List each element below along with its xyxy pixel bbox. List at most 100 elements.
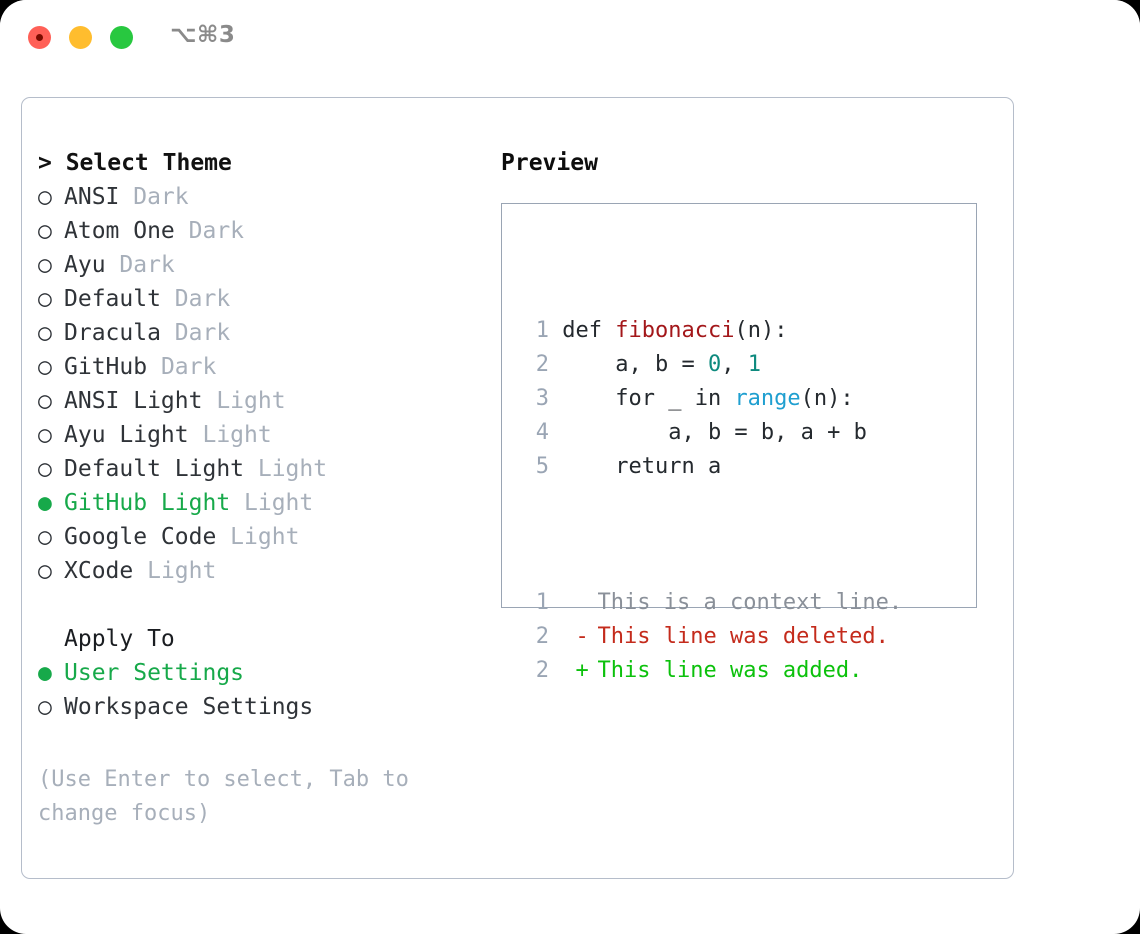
theme-option-name: ANSI <box>64 184 120 210</box>
radio-unselected-icon: ○ <box>38 524 52 550</box>
code-line: 4 a, b = b, a + b <box>525 416 902 450</box>
code-token: (n): <box>734 318 788 343</box>
radio-unselected-icon: ○ <box>38 388 52 414</box>
code-token: (n): <box>800 386 854 411</box>
theme-option-name: Ayu Light <box>64 422 189 448</box>
keyboard-shortcut-label: ⌥⌘3 <box>170 22 236 48</box>
diff-marker <box>576 586 598 620</box>
diff-line: 2 -This line was deleted. <box>525 620 902 654</box>
radio-selected-icon: ● <box>38 660 52 686</box>
theme-option[interactable]: ○XCode Light <box>38 554 488 588</box>
diff-line-number: 2 <box>535 658 549 683</box>
code-token: fibonacci <box>615 318 735 343</box>
minimize-icon[interactable] <box>69 26 92 49</box>
radio-unselected-icon: ○ <box>38 252 52 278</box>
theme-option[interactable]: ○ Ayu Dark <box>38 248 488 282</box>
theme-option-variant: Dark <box>174 218 245 244</box>
code-token: for _ in <box>562 386 735 411</box>
radio-unselected-icon: ○ <box>38 320 52 346</box>
theme-option-name: Ayu <box>64 252 106 278</box>
code-token: , <box>721 352 748 377</box>
diff-line-number: 2 <box>535 624 549 649</box>
theme-option-variant: Light <box>188 422 272 448</box>
theme-option[interactable]: ○ ANSI Light Light <box>38 384 488 418</box>
code-token: return a <box>562 454 722 479</box>
theme-option-name: Default Light <box>64 456 245 482</box>
diff-line-text: This is a context line. <box>597 590 903 615</box>
diff-lines: 1 This is a context line.2 -This line wa… <box>525 586 902 688</box>
code-token: a, b = <box>562 352 708 377</box>
close-icon[interactable] <box>28 26 51 49</box>
radio-unselected-icon: ○ <box>38 354 52 380</box>
radio-unselected-icon: ○ <box>38 694 52 720</box>
code-token: a, b = b, a + b <box>562 420 867 445</box>
theme-option-name: Default <box>64 286 161 312</box>
code-line: 2 a, b = 0, 1 <box>525 348 902 382</box>
theme-selector-column: > Select Theme ○ANSI Dark○Atom One Dark○… <box>38 146 488 724</box>
theme-option[interactable]: ○ Default Dark <box>38 282 488 316</box>
diff-line: 1 This is a context line. <box>525 586 902 620</box>
theme-option-variant: Dark <box>119 184 189 210</box>
apply-to-heading: Apply To <box>64 626 175 652</box>
radio-unselected-icon: ○ <box>38 184 52 210</box>
code-line-number: 2 <box>535 352 549 377</box>
maximize-icon[interactable] <box>110 26 133 49</box>
radio-unselected-icon: ○ <box>38 422 52 448</box>
theme-option[interactable]: ○ Google Code Light <box>38 520 488 554</box>
apply-to-option-label: User Settings <box>64 660 245 686</box>
theme-option-name: GitHub <box>64 354 148 380</box>
apply-to-option[interactable]: ● User Settings <box>38 656 488 690</box>
diff-line-text: This line was deleted. <box>597 624 889 649</box>
theme-option[interactable]: ○ Dracula Dark <box>38 316 488 350</box>
theme-option-variant: Dark <box>105 252 175 278</box>
diff-line-text: This line was added. <box>597 658 863 683</box>
code-line-number: 3 <box>535 386 549 411</box>
theme-option-name: Dracula <box>64 320 161 346</box>
theme-option[interactable]: ○ Default Light Light <box>38 452 488 486</box>
theme-option[interactable]: ○Atom One Dark <box>38 214 488 248</box>
theme-option[interactable]: ● GitHub Light Light <box>38 486 488 520</box>
title-bar: ⌥⌘3 <box>0 0 1140 76</box>
theme-option-name: Google Code <box>64 524 217 550</box>
theme-option-name: Atom One <box>64 218 175 244</box>
theme-option[interactable]: ○ ANSI Dark <box>38 180 488 214</box>
theme-option[interactable]: ○ GitHub Dark <box>38 350 488 384</box>
preview-column: Preview <box>501 146 991 180</box>
apply-to-option-label: Workspace Settings <box>64 694 314 720</box>
theme-option-name: ANSI Light <box>64 388 203 414</box>
window-controls <box>28 26 133 49</box>
code-line: 1 def fibonacci(n): <box>525 314 902 348</box>
code-token: 0 <box>707 352 722 377</box>
diff-marker: + <box>575 658 589 683</box>
apply-to-option[interactable]: ○ Workspace Settings <box>38 690 488 724</box>
theme-option-variant: Light <box>133 558 217 584</box>
theme-option-variant: Light <box>244 456 328 482</box>
theme-option-variant: Light <box>216 524 300 550</box>
theme-option-name: XCode <box>64 558 134 584</box>
diff-line: 2 + This line was added. <box>525 654 902 688</box>
code-line: 3 for _ in range(n): <box>525 382 902 416</box>
diff-marker: - <box>575 624 589 649</box>
radio-selected-icon: ● <box>38 490 52 516</box>
main-panel: > Select Theme ○ANSI Dark○Atom One Dark○… <box>21 97 1014 879</box>
code-token: range <box>734 386 801 411</box>
diff-line-number: 1 <box>535 590 549 615</box>
theme-option-variant: Light <box>230 490 314 516</box>
code-line-number: 1 <box>535 318 549 343</box>
theme-option-variant: Dark <box>147 354 217 380</box>
theme-option[interactable]: ○ Ayu Light Light <box>38 418 488 452</box>
code-line-number: 5 <box>535 454 549 479</box>
radio-unselected-icon: ○ <box>38 286 52 312</box>
theme-option-variant: Light <box>202 388 286 414</box>
radio-unselected-icon: ○ <box>38 456 52 482</box>
apply-to-list: ● User Settings ○ Workspace Settings <box>38 656 488 724</box>
code-token: def <box>562 318 616 343</box>
theme-option-variant: Dark <box>160 320 231 346</box>
preview-heading: Preview <box>501 150 598 176</box>
theme-option-variant: Dark <box>160 286 231 312</box>
theme-list: ○ANSI Dark○Atom One Dark○Ayu Dark○Defaul… <box>38 180 488 588</box>
theme-option-name: GitHub Light <box>64 490 231 516</box>
list-spacer <box>38 588 488 622</box>
